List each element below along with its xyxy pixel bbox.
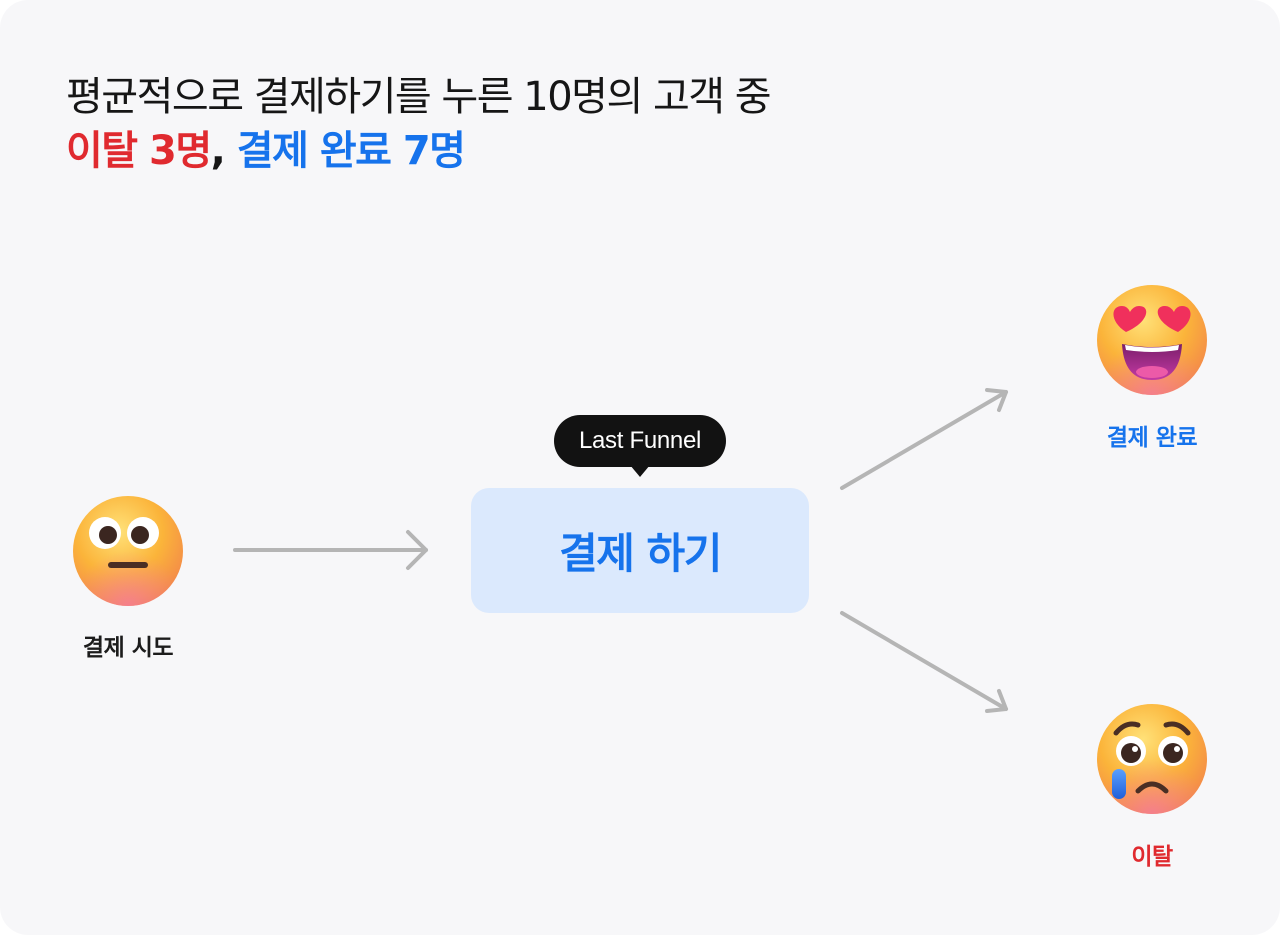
summary-separator: , — [210, 128, 237, 174]
arrow-main-to-success — [840, 388, 1008, 490]
arrow-start-to-main — [233, 530, 428, 570]
arrow-main-to-churn — [840, 611, 1008, 713]
success-node-label: 결제 완료 — [1106, 425, 1198, 451]
tooltip-tail — [630, 465, 650, 477]
heart-eyes-face-icon — [1097, 285, 1207, 395]
crying-face-icon — [1097, 704, 1207, 814]
headline-line2: 이탈 3명, 결제 완료 7명 — [66, 124, 770, 178]
start-node-label: 결제 시도 — [82, 635, 174, 661]
main-step-label: 결제 하기 — [559, 529, 722, 578]
neutral-face-icon — [73, 496, 183, 606]
last-funnel-tooltip: Last Funnel — [554, 415, 726, 467]
headline-line1: 평균적으로 결제하기를 누른 10명의 고객 중 — [66, 74, 772, 120]
tooltip-label: Last Funnel — [578, 427, 702, 454]
churn-node-label: 이탈 — [1131, 844, 1173, 870]
complete-summary: 결제 완료 7명 — [236, 128, 466, 174]
churn-summary: 이탈 3명 — [66, 128, 212, 174]
headline: 평균적으로 결제하기를 누른 10명의 고객 중 이탈 3명, 결제 완료 7명 — [66, 70, 772, 178]
main-step-box: 결제 하기 — [471, 488, 809, 613]
